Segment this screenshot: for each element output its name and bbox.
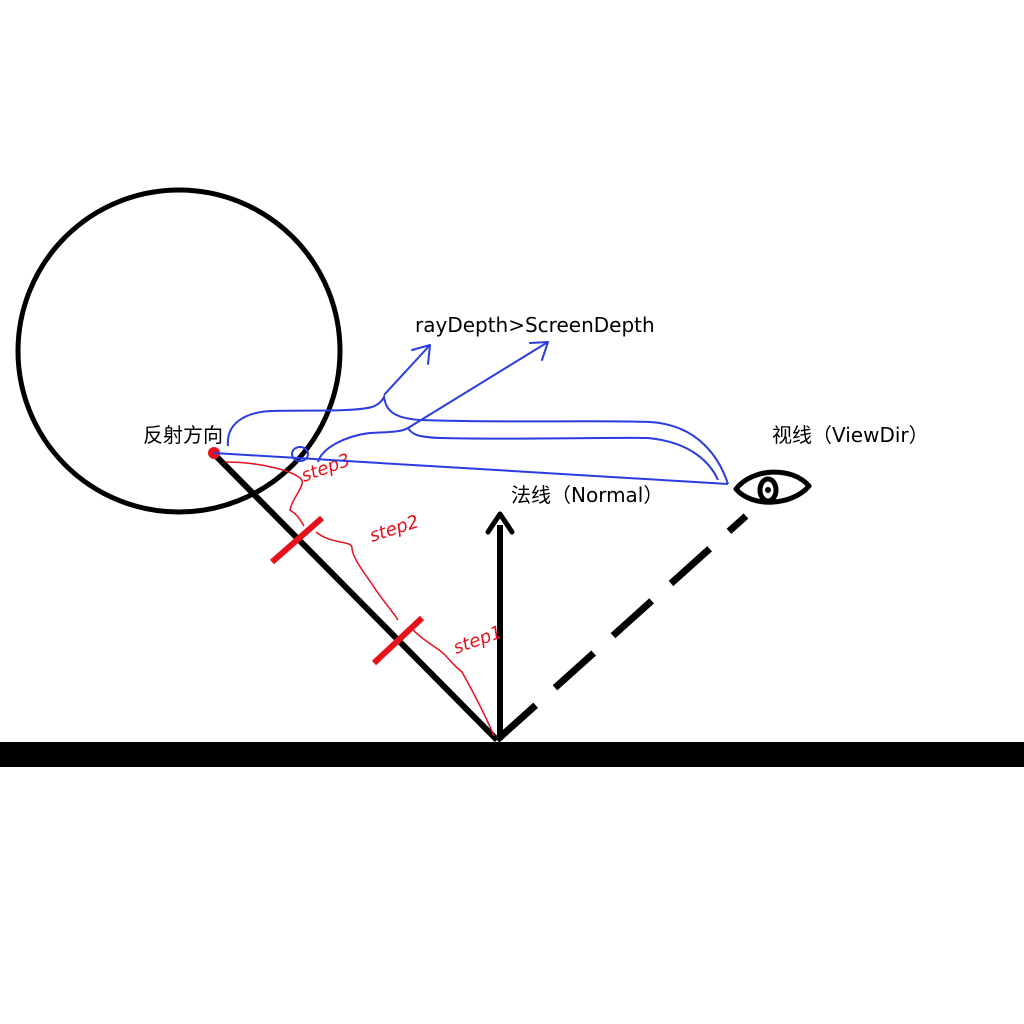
step-tick-mark — [371, 615, 425, 666]
ray-depth-label: rayDepth>ScreenDepth — [415, 313, 655, 337]
step2-brace — [315, 531, 399, 621]
screen-space-ray — [213, 452, 729, 485]
step1-label: step1 — [451, 622, 506, 659]
hit-point-marker — [291, 446, 309, 462]
ray-depth-arrow — [383, 344, 431, 396]
scene-object-circle — [15, 187, 343, 515]
normal-arrow — [485, 511, 515, 740]
reflection-ray — [211, 451, 500, 743]
view-ray — [494, 513, 749, 743]
view-direction-label: 视线（ViewDir） — [772, 423, 929, 447]
ground-surface — [0, 742, 1024, 767]
step-tick-mark — [270, 515, 324, 565]
step3-brace — [224, 461, 305, 527]
step2-label: step2 — [367, 511, 421, 547]
ray-depth-brace-upper — [226, 393, 729, 485]
ray-depth-brace-lower — [317, 426, 719, 481]
ray-depth-arrow — [407, 341, 549, 429]
normal-label: 法线（Normal） — [511, 483, 663, 507]
step1-brace — [412, 629, 495, 737]
step3-label: step3 — [299, 450, 354, 487]
reflection-direction-label: 反射方向 — [143, 423, 223, 447]
eye-icon — [733, 469, 812, 505]
